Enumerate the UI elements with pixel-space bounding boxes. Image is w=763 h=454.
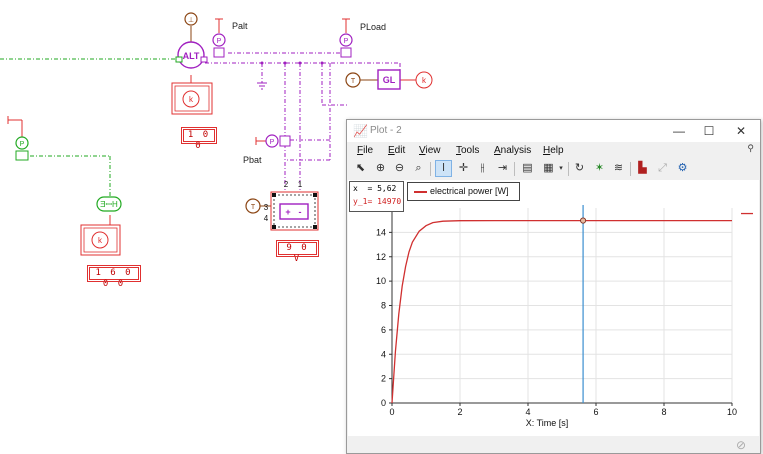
settings-icon[interactable]: ⚙ (677, 162, 688, 174)
svg-text:P: P (20, 141, 25, 148)
cursor-pair-icon[interactable]: ⫲ (480, 162, 485, 174)
speed-source-a[interactable]: k (171, 82, 213, 115)
legend-swatch (414, 191, 427, 193)
plot-title-bar[interactable]: 📈 Plot - 2 — ☐ ✕ (347, 120, 760, 142)
y-tick-label: 0 (381, 398, 386, 408)
svg-text:ALT: ALT (183, 51, 200, 61)
svg-text:GL: GL (383, 75, 396, 85)
ground-symbol (257, 82, 267, 90)
cursor-jump-icon[interactable]: ⇥ (497, 162, 508, 174)
chart-legend[interactable]: electrical power [W] (407, 182, 520, 201)
svg-text:1: 1 (298, 180, 303, 189)
svg-text:-: - (299, 207, 302, 217)
cursor-readout: x = 5,62 y_1= 14970 (349, 181, 404, 212)
svg-text:T: T (251, 204, 256, 211)
grid-icon[interactable]: ▦ (543, 162, 554, 174)
junction-dots (260, 61, 324, 65)
y-tick-label: 14 (376, 227, 386, 237)
zoom-in-icon[interactable]: ⊕ (375, 162, 386, 174)
close-button[interactable]: ✕ (735, 124, 747, 138)
x-tick-label: 0 (389, 407, 394, 417)
svg-text:P: P (344, 38, 349, 45)
waves-icon[interactable]: ≋ (613, 162, 624, 174)
plot-area[interactable]: 0 2 4 6 8 10 0 2 4 6 8 10 12 14 X: Time [s] (348, 180, 759, 436)
menu-edit[interactable]: Edit (388, 145, 406, 156)
crosshair-icon[interactable]: ✛ (458, 162, 469, 174)
menu-analysis[interactable]: Analysis (494, 145, 532, 156)
speed-b-value[interactable]: 1 6 0 0 0 (87, 265, 141, 289)
speed-a-value[interactable]: 1 0 0 (181, 127, 217, 151)
cursor-vertical-icon[interactable]: ǀ (435, 160, 452, 177)
legend-entry: electrical power [W] (430, 186, 509, 196)
overlay-icon[interactable]: ⤢ (658, 162, 667, 174)
mechanical-load[interactable]: ƎꟷH (96, 196, 122, 212)
electrical-connection (205, 52, 401, 190)
speed-source-b[interactable]: k (80, 224, 121, 256)
generator-load[interactable]: T GL k (345, 69, 433, 90)
cursor-marker (580, 217, 587, 224)
x-tick-label: 8 (661, 407, 666, 417)
pbat-power-sensor[interactable]: P (255, 134, 291, 148)
resize-grip-icon[interactable]: ⊘ (735, 438, 746, 452)
y-tick-label: 8 (381, 301, 386, 311)
pload-power-sensor[interactable]: P (339, 18, 353, 58)
table-icon[interactable]: ▤ (522, 162, 533, 174)
svg-text:P: P (217, 38, 222, 45)
status-bar: ⊘ (347, 437, 760, 453)
svg-text:k: k (98, 236, 103, 245)
svg-text:k: k (189, 95, 194, 104)
x-tick-label: 10 (727, 407, 737, 417)
maximize-button[interactable]: ☐ (703, 124, 715, 138)
pload-label: PLoad (360, 22, 387, 32)
y-tick-label: 4 (381, 349, 386, 359)
mechanical-connection (0, 58, 180, 198)
svg-text:T: T (351, 78, 356, 85)
palt-label: Palt (232, 21, 248, 31)
svg-text:P: P (270, 139, 275, 146)
y-tick-label: 6 (381, 325, 386, 335)
y-tick-label: 2 (381, 374, 386, 384)
x-tick-label: 4 (525, 407, 530, 417)
plot-window[interactable]: 📈 Plot - 2 — ☐ ✕ File Edit View Tools An… (346, 119, 761, 454)
zoom-reset-icon[interactable]: ⌕ (415, 162, 422, 174)
svg-text:+: + (285, 207, 290, 217)
x-axis-label: X: Time [s] (526, 418, 569, 428)
select-icon[interactable]: ⬉ (355, 162, 366, 174)
mechanical-power-sensor[interactable]: P (7, 116, 29, 161)
chevron-down-icon[interactable]: ▾ (559, 165, 563, 172)
x-tick-label: 2 (457, 407, 462, 417)
pbat-label: Pbat (243, 155, 262, 165)
svg-text:2: 2 (284, 180, 289, 189)
svg-text:ƎꟷH: ƎꟷH (100, 200, 118, 209)
palt-power-sensor[interactable]: P (212, 18, 226, 58)
plot-app-icon: 📈 (353, 124, 368, 138)
y-tick-label: 10 (376, 276, 386, 286)
menu-file[interactable]: File (357, 145, 374, 156)
chart-svg[interactable]: 0 2 4 6 8 10 0 2 4 6 8 10 12 14 X: Time [s] (348, 180, 759, 436)
star-icon[interactable]: ✶ (594, 162, 605, 174)
alternator-component[interactable]: ⊥ ALT (175, 12, 208, 69)
histogram-icon[interactable]: ▙ (638, 162, 647, 174)
svg-text:3: 3 (264, 203, 269, 212)
plot-toolbar: ⬉ ⊕ ⊖ ⌕ ǀ ✛ ⫲ ⇥ ▤ ▦ ▾ ↻ ✶ ≋ ▙ ⤢ ⚙ (347, 159, 760, 179)
svg-text:4: 4 (264, 214, 269, 223)
series-line-electrical-power[interactable] (391, 219, 732, 404)
menu-help[interactable]: Help (543, 145, 564, 156)
menu-view[interactable]: View (419, 145, 441, 156)
svg-text:k: k (422, 76, 427, 85)
refresh-icon[interactable]: ↻ (574, 162, 585, 174)
zoom-out-icon[interactable]: ⊖ (394, 162, 405, 174)
pin-icon[interactable]: ⚲ (747, 143, 754, 153)
battery-voltage-value[interactable]: 9 0 V (276, 240, 319, 264)
x-tick-label: 6 (593, 407, 598, 417)
minimize-button[interactable]: — (673, 124, 685, 138)
menu-tools[interactable]: Tools (456, 145, 480, 156)
plot-window-title: Plot - 2 (370, 125, 402, 136)
svg-text:⊥: ⊥ (188, 17, 194, 24)
menu-bar: File Edit View Tools Analysis Help ⚲ (347, 143, 760, 158)
y-tick-label: 12 (376, 252, 386, 262)
battery-component[interactable]: T + - 2 1 3 4 (245, 180, 319, 231)
